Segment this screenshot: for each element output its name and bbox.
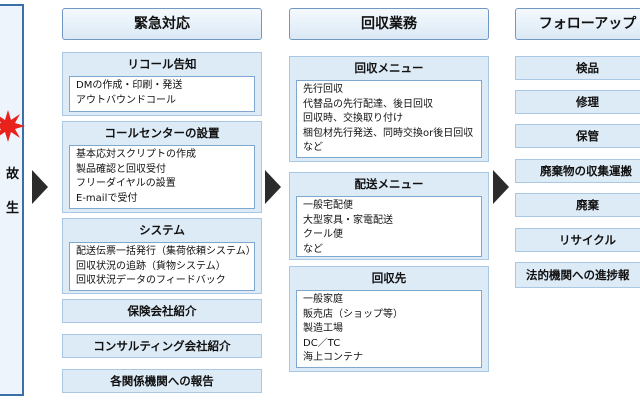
section-title: コールセンターの設置 (104, 126, 220, 140)
list-item: 製造工場 (303, 323, 343, 334)
incident-box (0, 4, 24, 396)
item-list: 配送伝票一括発行（集荷依頼システム） 回収状況の追跡（貨物システム） 回収状況デ… (69, 242, 256, 291)
list-item: E-mailで受付 (76, 192, 138, 204)
list-item: 代替品の先行配達、後日回収 (303, 98, 433, 110)
list-item: など (303, 243, 323, 255)
list-item: 基本応対スクリプトの作成 (76, 149, 196, 160)
list-item: アウトバウンドコール (76, 94, 176, 106)
repair-box: 修理 (515, 90, 640, 114)
arrow-right-icon (265, 170, 281, 204)
item-list: 先行回収 代替品の先行配達、後日回収 回収時、交換取り付け 梱包材先行発送、同時… (296, 80, 482, 158)
list-item: 梱包材先行発送、同時交換or後日回収 (303, 127, 474, 139)
list-item: 回収時、交換取り付け (303, 113, 403, 124)
list-item: 一般宅配便 (303, 200, 353, 211)
section-recall-notice: リコール告知 DMの作成・印刷・発送 アウトバウンドコール (62, 52, 262, 116)
inspection-box: 検品 (515, 56, 640, 80)
list-item: DC／TC (303, 337, 341, 349)
column-header-followup: フォローアップ (515, 8, 640, 40)
consulting-intro-box: コンサルティング会社紹介 (62, 334, 262, 358)
list-item: 製品確認と回収受付 (76, 163, 166, 175)
section-title: 回収先 (371, 271, 407, 285)
recycle-box: リサイクル (515, 228, 640, 252)
list-item: 回収状況データのフィードバック (76, 275, 226, 286)
list-item: クール便 (303, 229, 343, 240)
legal-progress-box: 法的機関への進捗報 (515, 262, 640, 288)
storage-box: 保管 (515, 124, 640, 148)
section-system: システム 配送伝票一括発行（集荷依頼システム） 回収状況の追跡（貨物システム） … (62, 218, 262, 294)
arrow-right-icon (493, 170, 509, 204)
section-collection-menu: 回収メニュー 先行回収 代替品の先行配達、後日回収 回収時、交換取り付け 梱包材… (289, 56, 489, 162)
column-header-collection: 回収業務 (289, 8, 489, 40)
item-list: DMの作成・印刷・発送 アウトバウンドコール (69, 76, 255, 112)
section-title: 回収メニュー (354, 61, 424, 75)
list-item: 一般家庭 (303, 294, 343, 305)
disposal-box: 廃棄 (515, 193, 640, 217)
section-call-center: コールセンターの設置 基本応対スクリプトの作成 製品確認と回収受付 フリーダイヤ… (62, 121, 262, 213)
arrow-right-icon (32, 170, 48, 204)
section-collection-destination: 回収先 一般家庭 販売店（ショップ等） 製造工場 DC／TC 海上コンテナ (289, 266, 489, 372)
explosion-icon (0, 110, 25, 142)
insurance-intro-box: 保険会社紹介 (62, 299, 262, 323)
incident-label: 故 生 (6, 167, 20, 216)
item-list: 基本応対スクリプトの作成 製品確認と回収受付 フリーダイヤルの設置 E-mail… (69, 145, 255, 209)
list-item: DMの作成・印刷・発送 (76, 80, 183, 91)
list-item: など (303, 142, 323, 153)
column-header-emergency: 緊急対応 (62, 8, 262, 40)
list-item: 配送伝票一括発行（集荷依頼システム） (76, 246, 256, 257)
section-title: 配送メニュー (354, 177, 424, 191)
section-title: システム (139, 223, 185, 237)
section-title: リコール告知 (127, 57, 197, 71)
item-list: 一般家庭 販売店（ショップ等） 製造工場 DC／TC 海上コンテナ (296, 290, 482, 368)
list-item: 販売店（ショップ等） (303, 308, 403, 320)
list-item: 海上コンテナ (303, 352, 363, 363)
list-item: フリーダイヤルの設置 (76, 178, 176, 189)
agency-report-box: 各関係機関への報告 (62, 369, 262, 393)
list-item: 先行回収 (303, 84, 343, 95)
waste-transport-box: 廃棄物の収集運搬 (515, 159, 640, 183)
item-list: 一般宅配便 大型家具・家電配送 クール便 など (296, 196, 482, 257)
list-item: 大型家具・家電配送 (303, 214, 393, 226)
list-item: 回収状況の追跡（貨物システム） (76, 260, 226, 272)
section-delivery-menu: 配送メニュー 一般宅配便 大型家具・家電配送 クール便 など (289, 172, 489, 260)
